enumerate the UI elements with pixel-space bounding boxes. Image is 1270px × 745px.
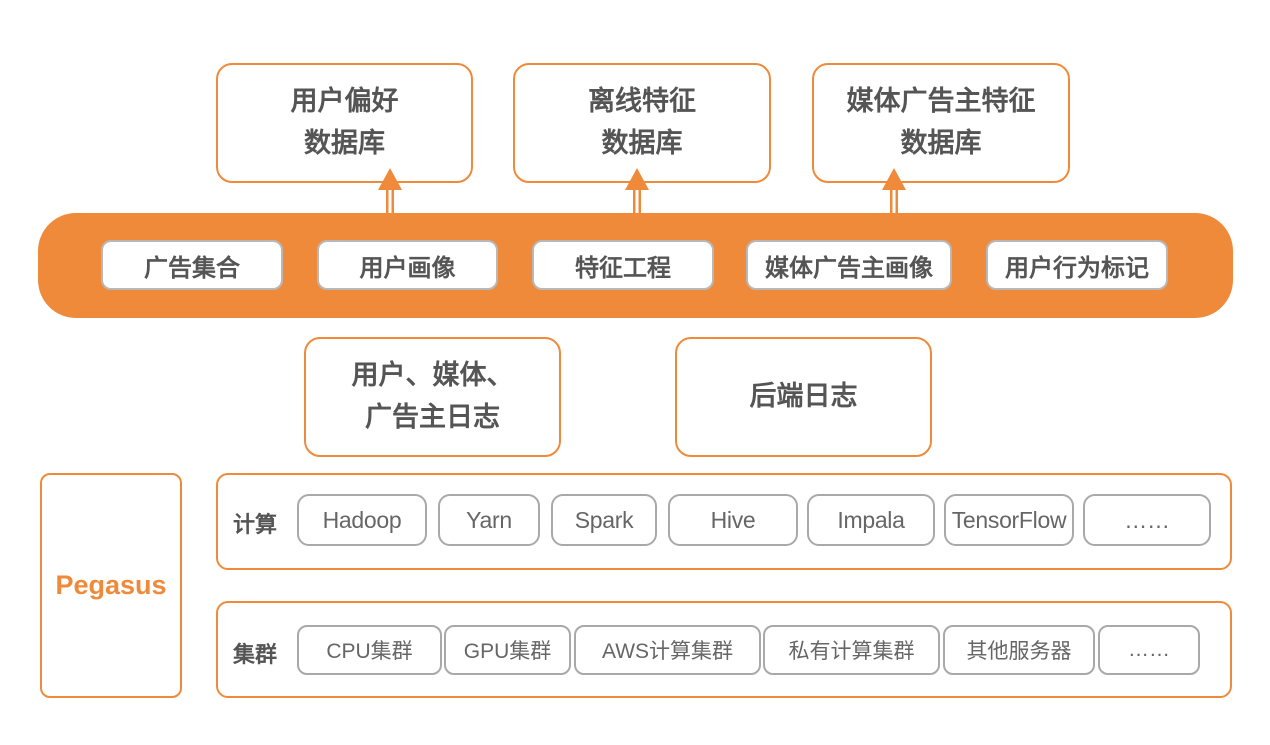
log-backend-label: 后端日志	[749, 381, 858, 412]
db-offline-features: 离线特征 数据库	[513, 63, 771, 183]
platform-name: Pegasus	[40, 473, 182, 698]
chip-user-behavior-tagging: 用户行为标记	[986, 240, 1168, 290]
tech-hadoop: Hadoop	[297, 494, 427, 546]
db-user-preference-line2: 数据库	[304, 128, 385, 159]
chip-user-profile: 用户画像	[317, 240, 498, 290]
db-user-preference: 用户偏好 数据库	[216, 63, 473, 183]
tech-more: ……	[1083, 494, 1211, 546]
cluster-private: 私有计算集群	[763, 625, 940, 675]
tech-impala: Impala	[807, 494, 935, 546]
log-backend: 后端日志	[675, 337, 932, 457]
db-media-advertiser-line1: 媒体广告主特征	[846, 86, 1036, 117]
tech-yarn: Yarn	[438, 494, 540, 546]
cluster-more: ……	[1098, 625, 1200, 675]
db-user-preference-line1: 用户偏好	[290, 86, 399, 117]
cluster-label: 集群	[233, 643, 278, 668]
tech-hive: Hive	[668, 494, 798, 546]
db-offline-features-line2: 数据库	[601, 128, 683, 159]
tech-spark: Spark	[551, 494, 657, 546]
chip-media-advertiser-profile: 媒体广告主画像	[746, 240, 952, 290]
db-media-advertiser-features: 媒体广告主特征 数据库	[812, 63, 1070, 183]
cluster-cpu: CPU集群	[297, 625, 442, 675]
log-user-media-advertiser: 用户、媒体、 广告主日志	[304, 337, 561, 457]
tech-tensorflow: TensorFlow	[944, 494, 1074, 546]
db-offline-features-line1: 离线特征	[588, 86, 696, 117]
compute-label: 计算	[233, 513, 278, 538]
log-user-media-line1: 用户、媒体、	[351, 360, 514, 391]
chip-feature-engineering: 特征工程	[532, 240, 714, 290]
cluster-other-servers: 其他服务器	[943, 625, 1095, 675]
chip-ad-collection: 广告集合	[101, 240, 283, 290]
db-media-advertiser-line2: 数据库	[900, 128, 982, 159]
cluster-gpu: GPU集群	[444, 625, 571, 675]
cluster-aws: AWS计算集群	[574, 625, 761, 675]
log-user-media-line2: 广告主日志	[365, 402, 500, 433]
